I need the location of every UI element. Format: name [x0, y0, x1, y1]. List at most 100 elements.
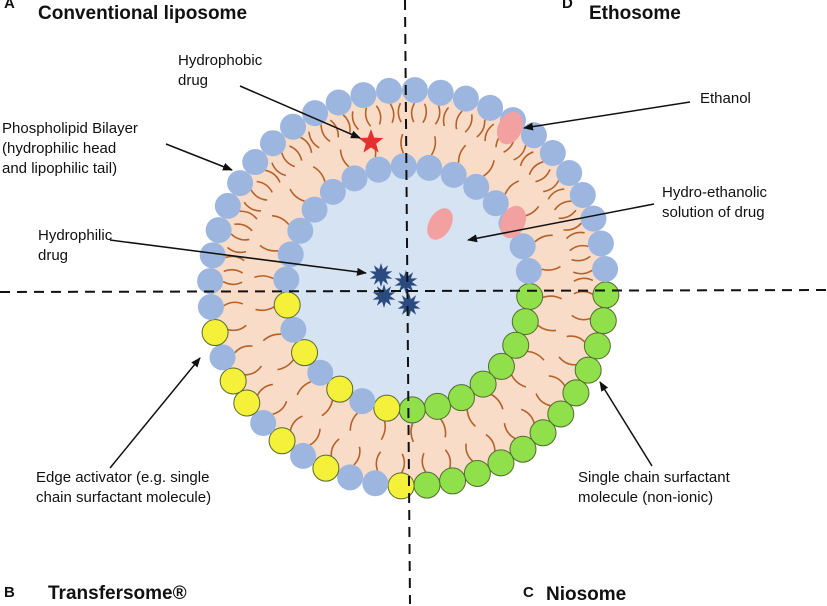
hydrophobic-drug-arrow [239, 85, 361, 139]
inner-tail [380, 420, 387, 441]
surfactant-head [447, 384, 475, 412]
outer-tail [400, 453, 406, 474]
outer-tail [421, 452, 427, 473]
phospholipid-head [337, 464, 364, 491]
outer-tail [256, 180, 273, 193]
phospholipid-head [287, 217, 314, 244]
outer-tail [364, 107, 372, 127]
edge-activator-head [273, 291, 301, 319]
outer-tail [485, 433, 496, 452]
outer-tail [230, 233, 250, 241]
lipid-tails [222, 102, 594, 474]
phospholipid-head [482, 190, 509, 217]
phospholipid-head [463, 173, 490, 200]
phospholipid-head [569, 182, 596, 209]
outer-tail [558, 209, 577, 220]
phospholipid-head [307, 359, 334, 386]
inner-tail [321, 399, 334, 417]
ethanol-label: Ethanol [700, 90, 751, 107]
hydrophobic-drug-star [358, 129, 384, 153]
phospholipid-head [401, 77, 428, 104]
aqueous-core [286, 166, 530, 410]
hydro-ethanolic-label: Hydro-ethanolic solution of drug [662, 184, 768, 221]
phospholipid-head [325, 89, 352, 116]
outer-tail [256, 383, 273, 396]
inner-tail [259, 244, 279, 252]
ethanol-molecule [427, 208, 453, 240]
inner-tail [542, 295, 562, 300]
outer-tail [351, 111, 360, 131]
phospholipid-head [214, 192, 241, 219]
surfactant-head [583, 332, 611, 360]
phospholipid-head [390, 153, 417, 180]
outer-tail [535, 169, 551, 183]
phospholipid-head [477, 94, 504, 121]
inner-tail [490, 393, 504, 410]
phospholipid-head [539, 139, 566, 166]
inner-tail [400, 133, 405, 154]
edge-activator-head [373, 394, 401, 422]
phospholipid-head [365, 156, 392, 183]
surfactant-head [589, 307, 617, 335]
surfactant-head [529, 419, 557, 447]
phospholipid-head [319, 178, 346, 205]
phospholipid-head [280, 113, 307, 140]
inner-tail [296, 381, 312, 396]
horizontal-divider [0, 289, 827, 293]
edge-activator-head [201, 319, 229, 347]
phospholipid-head [580, 205, 607, 232]
outer-tail [227, 324, 247, 332]
outer-tail [553, 200, 572, 211]
surfactant-head [398, 396, 426, 424]
edge-activator-head [233, 389, 261, 417]
phospholipid-bilayer-arrow [165, 143, 233, 171]
phospholipid-head [259, 130, 286, 157]
outer-tail [464, 114, 473, 133]
outer-tail [397, 102, 402, 123]
hydrophilic-drug-label: Hydrophilic drug [38, 227, 113, 264]
edge-activator-label: Edge activator (e.g. single chain surfac… [36, 469, 212, 506]
inner-tail [504, 180, 520, 195]
outer-tail [444, 449, 452, 469]
quadrant-a-title: Conventional liposome [38, 3, 248, 24]
phospholipid-head [301, 196, 328, 223]
phospholipid-head [515, 258, 542, 285]
inner-tail [440, 418, 447, 438]
surfactant-head [487, 352, 515, 380]
outer-tail [442, 106, 450, 127]
outer-tail [573, 277, 594, 282]
phospholipid-head [199, 242, 226, 269]
outer-tail [566, 335, 586, 343]
outer-tail [244, 365, 263, 376]
inner-tail [483, 160, 495, 177]
phospholipid-head [197, 268, 224, 295]
edge-activator-head [219, 367, 247, 395]
surfactant-head [511, 308, 539, 336]
hydrophilic-drug-arrow [109, 239, 367, 276]
phospholipid-head [302, 100, 329, 127]
outer-tail [239, 210, 258, 220]
inner-tail [527, 350, 545, 361]
hydrophilic-drug-particle [394, 270, 418, 294]
outer-tail [519, 151, 534, 167]
phospholipid-head [376, 77, 403, 104]
outer-tail [484, 123, 495, 141]
phospholipid-head [197, 293, 224, 320]
phospholipid-head [350, 82, 377, 109]
edge-activator-head [268, 427, 296, 455]
outer-tail [572, 269, 593, 275]
phospholipid-head [280, 316, 307, 343]
outer-tail [289, 415, 303, 431]
outer-tail [226, 246, 247, 254]
edge-activator-arrow [109, 357, 201, 469]
inner-tail [537, 324, 557, 332]
inner-tail [277, 359, 295, 371]
outer-tail [320, 124, 331, 143]
phospholipid-head [509, 233, 536, 260]
outer-tail [465, 443, 474, 462]
edge-activator-head [291, 339, 319, 367]
quadrant-c-title: Niosome [546, 584, 627, 605]
outer-tail [271, 162, 287, 177]
inner-tail [339, 149, 350, 168]
